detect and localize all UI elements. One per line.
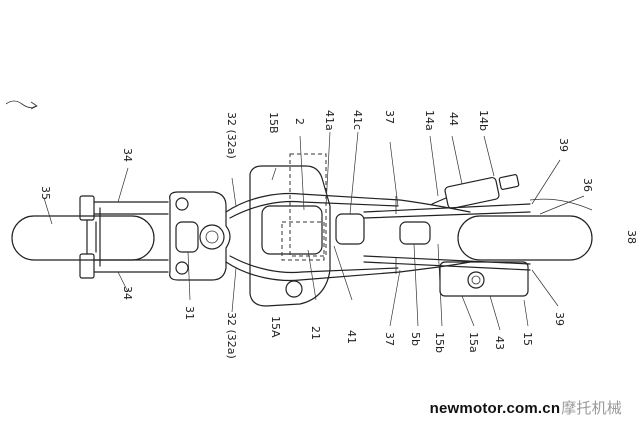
ref-label: 39 (553, 312, 566, 326)
battery-terminal-inner (471, 275, 481, 285)
ref-label: 41 (345, 330, 358, 344)
ref-label: 38 (625, 230, 638, 244)
steering-head (169, 191, 231, 281)
ref-label: 41a (323, 110, 336, 131)
ref-label: 37 (383, 332, 396, 346)
engine-unit-dashed (281, 221, 325, 261)
front-tire (11, 215, 155, 261)
ref-label: 32 (32a) (225, 112, 238, 159)
ref-label: 14b (477, 110, 490, 131)
ref-label: 15b (433, 332, 446, 353)
ref-label: 32 (32a) (225, 312, 238, 359)
battery-terminal (467, 271, 485, 289)
air-cleaner-box (289, 153, 327, 257)
ref-label: 15B (267, 112, 280, 134)
rear-tire (457, 215, 593, 261)
ref-label: 37 (383, 110, 396, 124)
rear-fender (529, 198, 593, 211)
ref-label: 14a (423, 110, 436, 131)
leader-lines (43, 131, 585, 331)
ref-label: 2 (293, 118, 306, 125)
canister (431, 174, 520, 210)
engine-cover (335, 213, 365, 245)
ref-label: 21 (309, 326, 322, 340)
fuel-tank-outline (249, 165, 331, 307)
reference-labels: 35 34 34 31 32 (32a) 32 (32a) 15B 15A 2 … (39, 110, 638, 359)
ref-label: 39 (557, 138, 570, 152)
engine-block (261, 205, 323, 255)
ref-label: 43 (493, 336, 506, 350)
ref-label: 15A (269, 316, 282, 338)
ref-label: 34 (121, 286, 134, 300)
ref-label: 35 (39, 186, 52, 200)
watermark: newmotor.com.cn摩托机械 (430, 397, 622, 418)
ref-label: 15a (467, 332, 480, 353)
handlebar-assembly (79, 195, 169, 279)
ref-label: 15 (521, 332, 534, 346)
figure-pointer-arrow (5, 100, 38, 110)
ref-label: 34 (121, 148, 134, 162)
watermark-brand: 摩托机械 (561, 400, 622, 417)
ref-label: 44 (447, 112, 460, 126)
ref-label: 41c (351, 110, 364, 130)
swingarm (363, 196, 531, 274)
watermark-site: newmotor.com.cn (429, 400, 561, 417)
ref-label: 31 (183, 306, 196, 320)
ref-label: 5b (409, 332, 422, 346)
fuel-cap (285, 280, 303, 298)
ref-label: 36 (581, 178, 594, 192)
